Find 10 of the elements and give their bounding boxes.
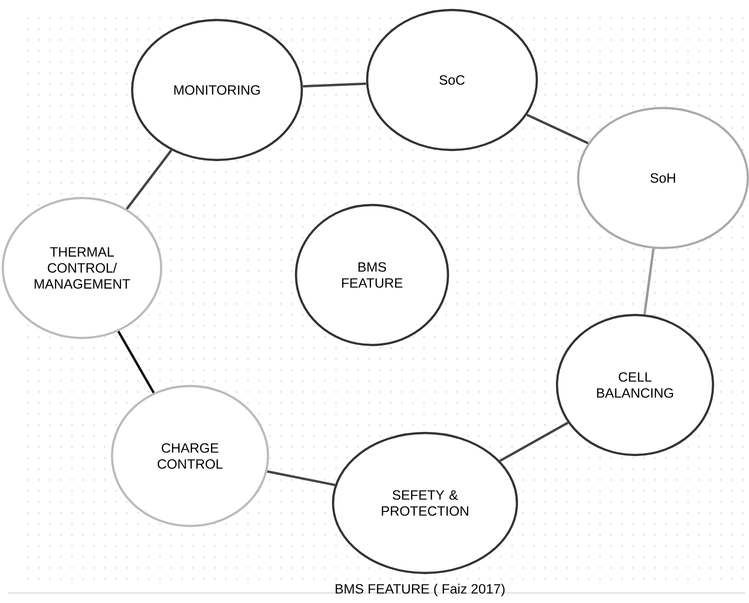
node-label: SoH	[650, 173, 676, 183]
connector-line	[266, 470, 336, 486]
connector-line	[302, 82, 366, 88]
connector-line	[499, 422, 569, 462]
connector-line	[117, 330, 155, 394]
node-label: SEFETY & PROTECTION	[382, 490, 468, 516]
connector-line	[643, 248, 655, 315]
connector-line	[126, 150, 172, 210]
connector-line	[526, 114, 589, 144]
caption: BMS FEATURE ( Faiz 2017)	[336, 584, 505, 596]
